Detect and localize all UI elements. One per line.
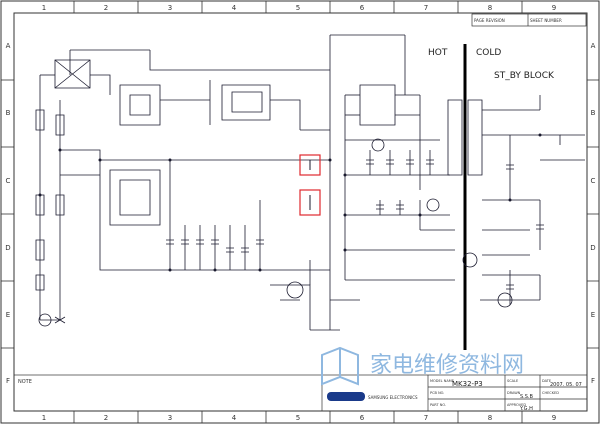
- field-approved: APPROVED: [507, 403, 526, 407]
- date-value: 2007. 05. 07: [550, 382, 582, 388]
- column-label-bottom-6: 6: [360, 414, 365, 422]
- highlighted-component-lower: [299, 189, 321, 216]
- column-label-9: 9: [552, 4, 556, 12]
- row-label-A: A: [6, 42, 11, 50]
- row-label-B: B: [6, 109, 11, 117]
- junction-dots: [38, 133, 542, 272]
- row-label-F: F: [6, 377, 10, 385]
- column-label-7: 7: [424, 4, 428, 12]
- ss-ref-value: S.S.B: [520, 394, 534, 400]
- field-pcb-no: PCB NO.: [430, 391, 444, 395]
- column-label-bottom-3: 3: [168, 414, 172, 422]
- row-label-right-D: D: [590, 244, 595, 252]
- cold-label: COLD: [476, 48, 501, 58]
- highlighted-component-upper: [299, 154, 321, 176]
- row-label-right-B: B: [591, 109, 596, 117]
- model-name-value: MK32-P3: [452, 380, 483, 388]
- hot-label: HOT: [428, 48, 448, 58]
- column-label-2: 2: [104, 4, 108, 12]
- row-label-right-F: F: [591, 377, 595, 385]
- watermark-text: 家电维修资料网: [370, 353, 524, 378]
- field-drawn: DRAWN: [507, 391, 521, 395]
- column-label-1: 1: [42, 4, 46, 12]
- title-block: [13, 374, 588, 412]
- note-label: NOTE: [18, 379, 32, 385]
- row-label-right-A: A: [591, 42, 596, 50]
- row-label-E: E: [6, 311, 10, 319]
- field-date: DATE: [542, 379, 551, 383]
- column-label-4: 4: [232, 4, 237, 12]
- company-name: SAMSUNG ELECTRONICS: [368, 395, 418, 400]
- column-label-6: 6: [360, 4, 365, 12]
- samsung-logo: [327, 392, 365, 401]
- column-label-bottom-1: 1: [42, 414, 46, 422]
- row-label-C: C: [6, 177, 11, 185]
- field-model-name: MODEL NAME: [430, 379, 454, 383]
- sheet-number-label: SHEET NUMBER: [530, 18, 562, 23]
- field-scale: SCALE: [507, 379, 518, 383]
- row-label-D: D: [5, 244, 10, 252]
- column-label-bottom-8: 8: [488, 414, 492, 422]
- column-label-8: 8: [488, 4, 492, 12]
- row-label-right-E: E: [591, 311, 595, 319]
- component-symbols: [38, 138, 544, 327]
- column-label-bottom-2: 2: [104, 414, 108, 422]
- header-revision-box: [471, 13, 587, 27]
- column-label-3: 3: [168, 4, 172, 12]
- circuit-wires: [35, 34, 585, 331]
- watermark-book-icon: [321, 346, 359, 386]
- watermark: 家电维修资料网: [321, 346, 524, 386]
- field-checked: CHECKED: [542, 391, 559, 395]
- column-label-5: 5: [296, 4, 300, 12]
- column-label-bottom-5: 5: [296, 414, 300, 422]
- block-label: ST_BY BLOCK: [494, 71, 555, 81]
- page-revision-label: PAGE REVISION: [474, 18, 505, 23]
- column-label-bottom-7: 7: [424, 414, 428, 422]
- column-label-bottom-9: 9: [552, 414, 556, 422]
- row-label-right-C: C: [591, 177, 596, 185]
- field-part-no: PART NO.: [430, 403, 446, 407]
- column-label-bottom-4: 4: [232, 414, 237, 422]
- sign-value: Y.G.H: [519, 406, 533, 412]
